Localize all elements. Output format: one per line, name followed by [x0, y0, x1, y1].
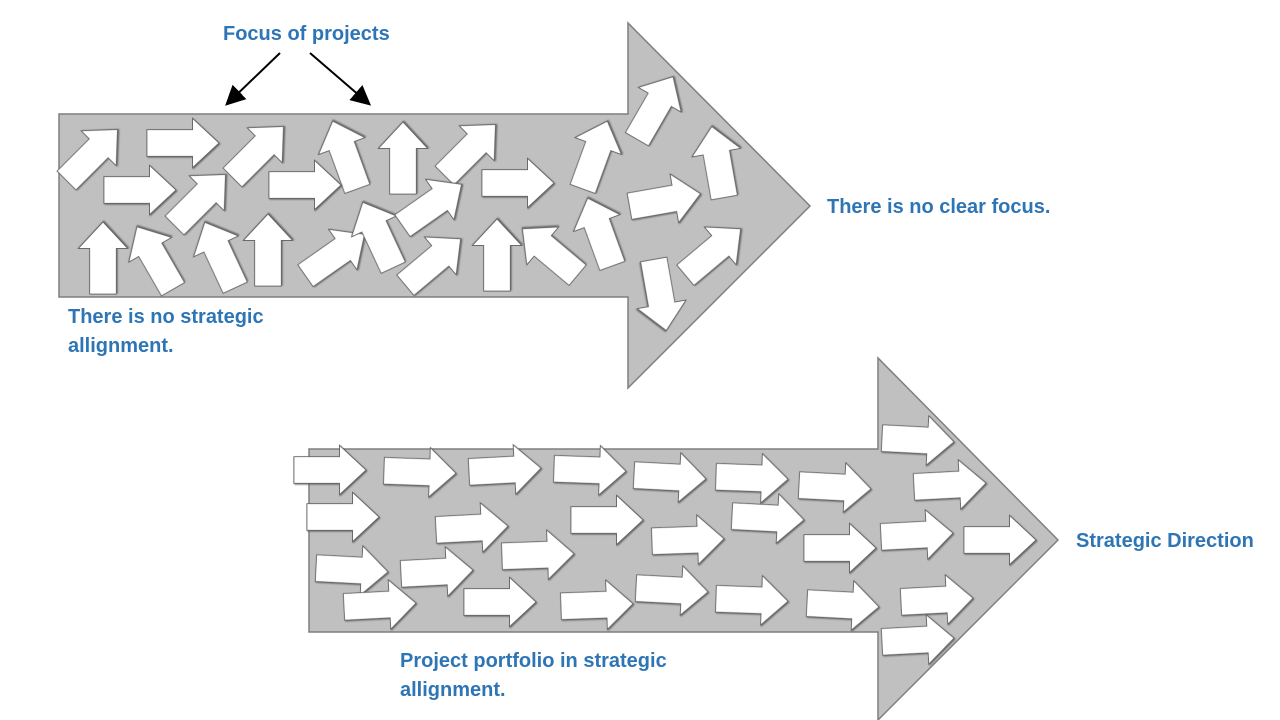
project-arrow-icon — [676, 226, 742, 287]
project-arrow-icon — [434, 501, 509, 554]
project-arrow-icon — [879, 508, 954, 561]
project-arrow-icon — [552, 444, 627, 497]
project-arrow-icon — [899, 573, 974, 626]
project-arrow-icon — [317, 120, 371, 195]
project-arrow-icon — [293, 444, 367, 496]
project-arrow-icon — [399, 545, 474, 598]
project-arrow-icon — [691, 125, 742, 201]
portfolio-alignment-label: Project portfolio in strategic allignmen… — [400, 650, 667, 701]
project-arrow-icon — [963, 514, 1037, 566]
project-arrow-icon — [559, 578, 634, 631]
project-arrow-icon — [481, 157, 555, 209]
project-arrow-icon — [650, 513, 725, 566]
no-alignment-label: There is no strategic allignment. — [68, 306, 264, 357]
project-arrow-icon — [467, 443, 542, 496]
project-arrow-icon — [77, 221, 129, 295]
project-arrow-icon — [572, 197, 626, 272]
project-arrow-icon — [730, 492, 805, 545]
project-arrow-icon — [521, 226, 587, 287]
strategic-direction-label: Strategic Direction — [1076, 530, 1254, 552]
project-arrow-icon — [471, 218, 523, 292]
project-arrow-icon — [377, 121, 429, 195]
project-arrow-icon — [56, 128, 119, 191]
project-arrow-icon — [268, 159, 342, 211]
project-arrow-icon — [714, 452, 789, 505]
project-arrow-icon — [636, 256, 687, 332]
project-arrow-icon — [146, 117, 220, 169]
project-arrow-icon — [297, 228, 366, 288]
project-arrow-icon — [164, 173, 227, 236]
project-arrow-icon — [434, 123, 497, 186]
project-arrow-icon — [396, 236, 462, 297]
project-arrow-icon — [714, 574, 789, 627]
project-arrow-icon — [314, 544, 389, 597]
project-arrow-icon — [242, 213, 294, 287]
project-arrow-icon — [128, 226, 186, 297]
project-arrow-icon — [805, 579, 880, 632]
project-arrow-icon — [626, 173, 702, 224]
project-arrow-icon — [634, 564, 709, 617]
project-arrow-icon — [797, 461, 872, 514]
project-arrow-icon — [632, 451, 707, 504]
project-arrow-icon — [394, 178, 463, 238]
project-arrow-icon — [192, 221, 248, 294]
pointer-arrow-left — [225, 52, 281, 106]
project-arrow-icon — [463, 576, 537, 628]
no-clear-focus-label: There is no clear focus. — [827, 196, 1051, 218]
project-arrow-icon — [306, 491, 380, 543]
project-arrow-icon — [103, 164, 177, 216]
project-arrow-icon — [350, 201, 406, 274]
project-arrow-icon — [880, 414, 955, 467]
project-arrow-icon — [570, 494, 644, 546]
aligned-project-arrows — [293, 414, 1037, 666]
project-arrow-icon — [803, 522, 877, 574]
project-arrow-icon — [624, 76, 682, 147]
project-arrow-icon — [912, 458, 987, 511]
project-arrow-icon — [880, 613, 955, 666]
project-arrow-icon — [500, 528, 575, 581]
project-arrow-icon — [382, 446, 457, 499]
focus-of-projects-label: Focus of projects — [223, 23, 390, 45]
chaotic-project-arrows — [56, 76, 742, 332]
project-arrow-icon — [222, 125, 285, 188]
project-arrow-icon — [569, 120, 623, 195]
pointer-arrow-right — [309, 52, 372, 106]
project-arrow-icon — [342, 578, 417, 631]
